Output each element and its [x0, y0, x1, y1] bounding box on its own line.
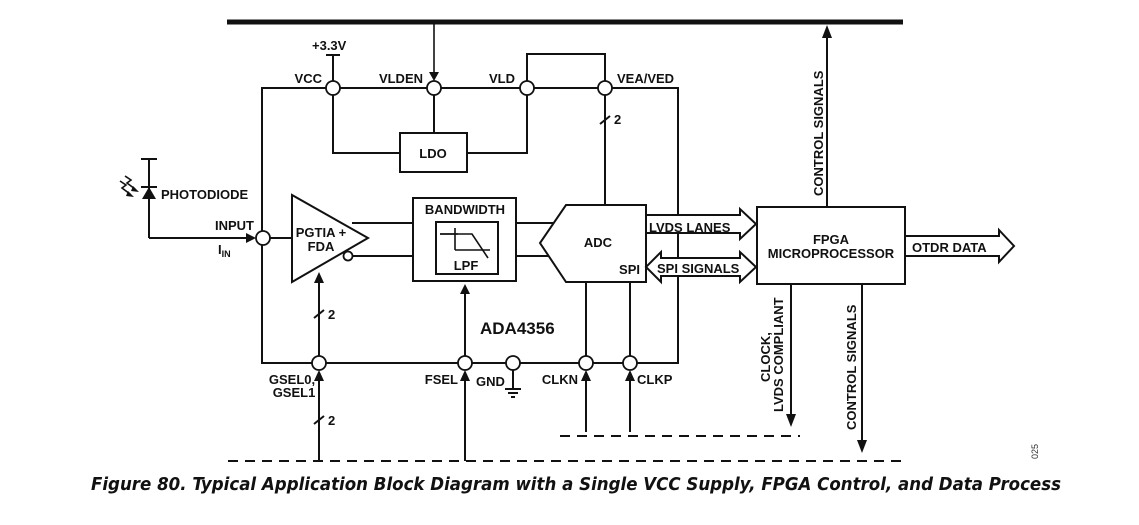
gsel-internal-bus-mark — [313, 309, 325, 319]
vcc-ldo-wire — [332, 95, 400, 154]
clock-label-line2: LVDS COMPLIANT — [771, 297, 786, 412]
fpga-label-line1: FPGA — [813, 232, 850, 247]
inverting-output-bubble — [342, 250, 354, 262]
pin-label-clkn: CLKN — [542, 372, 578, 387]
pin-vld — [519, 80, 535, 96]
photodiode — [141, 158, 256, 243]
pin-gsel — [311, 355, 327, 371]
figure-id: 025 — [1030, 444, 1040, 459]
fsel-arrow-icon — [460, 370, 470, 381]
figure-caption: Figure 80. Typical Application Block Dia… — [91, 474, 1061, 495]
gsel-external-bus-mark — [313, 415, 325, 425]
clkn-arrow-icon — [581, 370, 591, 381]
pgtia-fda-amplifier — [291, 193, 371, 284]
ldo-block — [399, 132, 468, 173]
vea-bus-width: 2 — [614, 112, 621, 127]
lpf-label: LPF — [454, 258, 479, 273]
fpga-label-line2: MICROPROCESSOR — [768, 246, 895, 261]
adc-spi-label: SPI — [619, 262, 640, 277]
pin-label-vcc: VCC — [295, 71, 323, 86]
supply-3v3: +3.3V — [312, 38, 347, 81]
vlden-arrow-icon — [429, 72, 439, 81]
control-signals-top-label: CONTROL SIGNALS — [811, 70, 826, 196]
input-arrow-icon — [246, 233, 256, 243]
control-signals-bottom-label: CONTROL SIGNALS — [844, 304, 859, 430]
ground-icon — [505, 370, 521, 398]
light-rays-icon — [119, 175, 139, 197]
pin-label-vld: VLD — [489, 71, 515, 86]
amp-label-line1: PGTIA + — [296, 225, 347, 240]
amp-label-line2: FDA — [308, 239, 335, 254]
adc-label: ADC — [584, 235, 613, 250]
chip-name: ADA4356 — [480, 319, 555, 338]
pin-clkp — [622, 355, 638, 371]
gsel-external-bus-width: 2 — [328, 413, 335, 428]
pin-input — [255, 230, 271, 246]
adc-block — [538, 204, 647, 283]
iin-label: IIN — [218, 242, 231, 259]
vld-vea-jumper — [526, 53, 606, 81]
pin-vcc — [325, 80, 341, 96]
ldo-vld-wire — [467, 95, 528, 154]
pin-label-fsel: FSEL — [425, 372, 458, 387]
lpf-block — [435, 221, 499, 275]
lvds-lanes-bus — [645, 206, 758, 242]
otdr-data-bus — [904, 227, 1016, 265]
pin-label-vea-ved: VEA/VED — [617, 71, 674, 86]
pin-label-clkp: CLKP — [637, 372, 673, 387]
input-label: INPUT — [215, 218, 254, 233]
pin-label-gsel1: GSEL1 — [273, 385, 316, 400]
spi-signals-bus — [644, 249, 758, 285]
gsel-internal-arrow-icon — [314, 272, 324, 283]
gsel-arrow-icon — [314, 370, 324, 381]
supply-label: +3.3V — [312, 38, 347, 53]
pin-label-vlden: VLDEN — [379, 71, 423, 86]
clock-down-arrow-icon — [786, 414, 796, 427]
pin-label-gsel0: GSEL0, — [269, 372, 315, 387]
pin-vlden — [426, 80, 442, 96]
ldo-label: LDO — [419, 146, 446, 161]
clock-label-line1: CLOCK, — [758, 332, 773, 382]
pin-vea-ved — [597, 80, 613, 96]
pin-fsel — [457, 355, 473, 371]
diode-icon — [142, 187, 156, 199]
photodiode-label: PHOTODIODE — [161, 187, 248, 202]
clkp-arrow-icon — [625, 370, 635, 381]
pin-label-gnd: GND — [476, 374, 505, 389]
bus-width-mark — [599, 115, 611, 125]
lvds-lanes-label: LVDS LANES — [649, 220, 731, 235]
otdr-data-label: OTDR DATA — [912, 240, 987, 255]
control-down-arrow-icon — [857, 440, 867, 453]
control-up-arrow-icon — [822, 25, 832, 38]
gsel-internal-bus-width: 2 — [328, 307, 335, 322]
bandwidth-label: BANDWIDTH — [425, 202, 505, 217]
fpga-block — [756, 206, 906, 285]
pin-clkn — [578, 355, 594, 371]
lpf-response-icon — [440, 228, 490, 259]
fsel-internal-arrow-icon — [460, 284, 470, 294]
spi-signals-label: SPI SIGNALS — [657, 261, 740, 276]
pin-gnd — [505, 355, 521, 371]
